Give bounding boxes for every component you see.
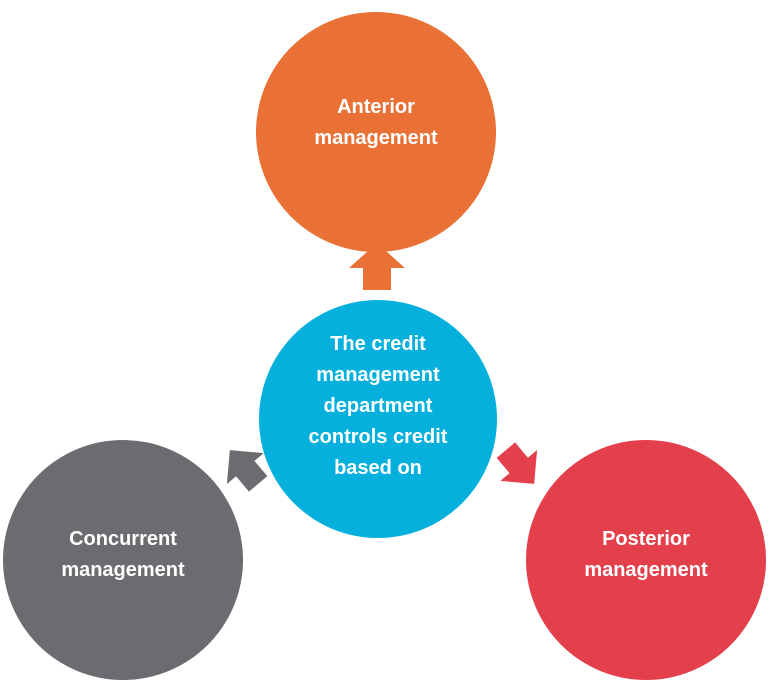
anterior-management-node: Anterior management [256, 12, 496, 252]
anterior-management-label: Anterior management [314, 96, 438, 149]
posterior-management-label: Posterior management [584, 528, 708, 581]
concurrent-management-node: Concurrent management [3, 440, 243, 680]
posterior-management-node: Posterior management [526, 440, 766, 680]
arrow-to-anterior [349, 243, 405, 290]
credit-department-node: The credit management department control… [259, 300, 497, 538]
arrow-to-concurrent [226, 450, 268, 492]
arrow-to-posterior [496, 442, 538, 484]
credit-department-label: The credit management department control… [308, 332, 448, 479]
concurrent-management-label: Concurrent management [61, 528, 185, 581]
